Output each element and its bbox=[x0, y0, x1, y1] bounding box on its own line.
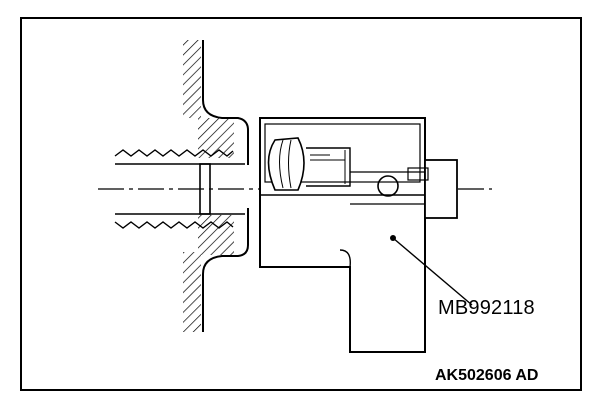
leader-line bbox=[390, 235, 473, 306]
tool-part-label: MB992118 bbox=[438, 297, 535, 319]
threaded-bore bbox=[114, 149, 245, 229]
oil-seal bbox=[267, 137, 351, 191]
figure-code: AK502606 AD bbox=[435, 367, 539, 384]
shaft-adapter bbox=[350, 159, 458, 219]
housing-wall bbox=[183, 40, 249, 332]
